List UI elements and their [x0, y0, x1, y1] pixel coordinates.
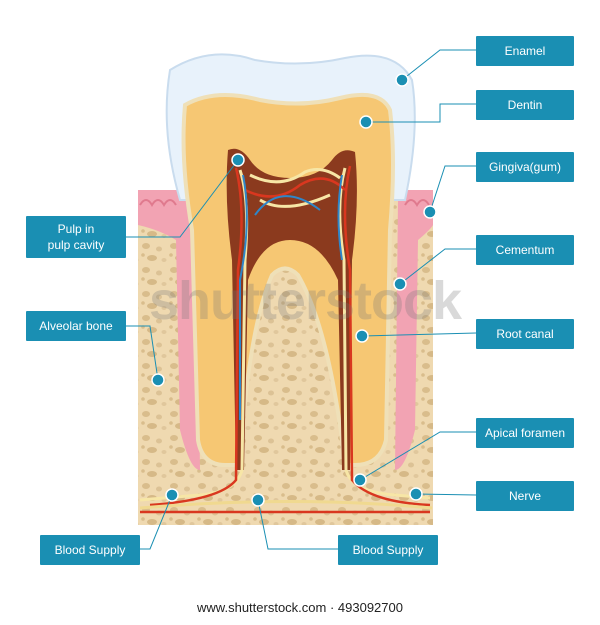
- label-enamel-text: Enamel: [504, 44, 546, 58]
- label-cementum: Cementum: [476, 235, 574, 265]
- label-root-canal: Root canal: [476, 319, 574, 349]
- base-vessel-bundle: [139, 500, 433, 510]
- label-apical-foramen-text: Apical foramen: [484, 426, 566, 440]
- label-pulp: Pulp in pulp cavity: [26, 216, 126, 258]
- label-gingiva-text: Gingiva(gum): [488, 160, 562, 174]
- label-blood-supply-right: Blood Supply: [338, 535, 438, 565]
- label-enamel: Enamel: [476, 36, 574, 66]
- leader-lines: [126, 49, 477, 550]
- label-dentin-text: Dentin: [507, 98, 543, 112]
- gingiva-left-edge: [139, 199, 177, 207]
- label-dentin: Dentin: [476, 90, 574, 120]
- label-nerve-text: Nerve: [508, 489, 541, 503]
- label-pulp-line2: pulp cavity: [47, 238, 105, 252]
- pulp-cavity: [226, 148, 357, 470]
- label-nerve: Nerve: [476, 481, 574, 511]
- label-apical-foramen: Apical foramen: [476, 418, 574, 448]
- label-gingiva: Gingiva(gum): [476, 152, 574, 182]
- anchor-dots: [151, 73, 437, 507]
- label-blood-supply-right-text: Blood Supply: [352, 543, 424, 557]
- arteries: [140, 165, 431, 514]
- gingiva-right: [395, 190, 433, 470]
- label-blood-supply-left: Blood Supply: [40, 535, 140, 565]
- label-pulp-line1: Pulp in: [57, 222, 95, 236]
- label-blood-supply-left-text: Blood Supply: [54, 543, 126, 557]
- veins: [239, 174, 343, 420]
- image-credit: www.shutterstock.com · 493092700: [197, 600, 403, 615]
- label-alveolar-bone-text: Alveolar bone: [39, 319, 113, 333]
- label-cementum-text: Cementum: [495, 243, 555, 257]
- label-root-canal-text: Root canal: [496, 327, 554, 341]
- gingiva-right-edge: [404, 199, 430, 207]
- gingiva-left: [138, 190, 200, 470]
- inter-root-bone: [262, 285, 322, 470]
- label-alveolar-bone: Alveolar bone: [26, 311, 126, 341]
